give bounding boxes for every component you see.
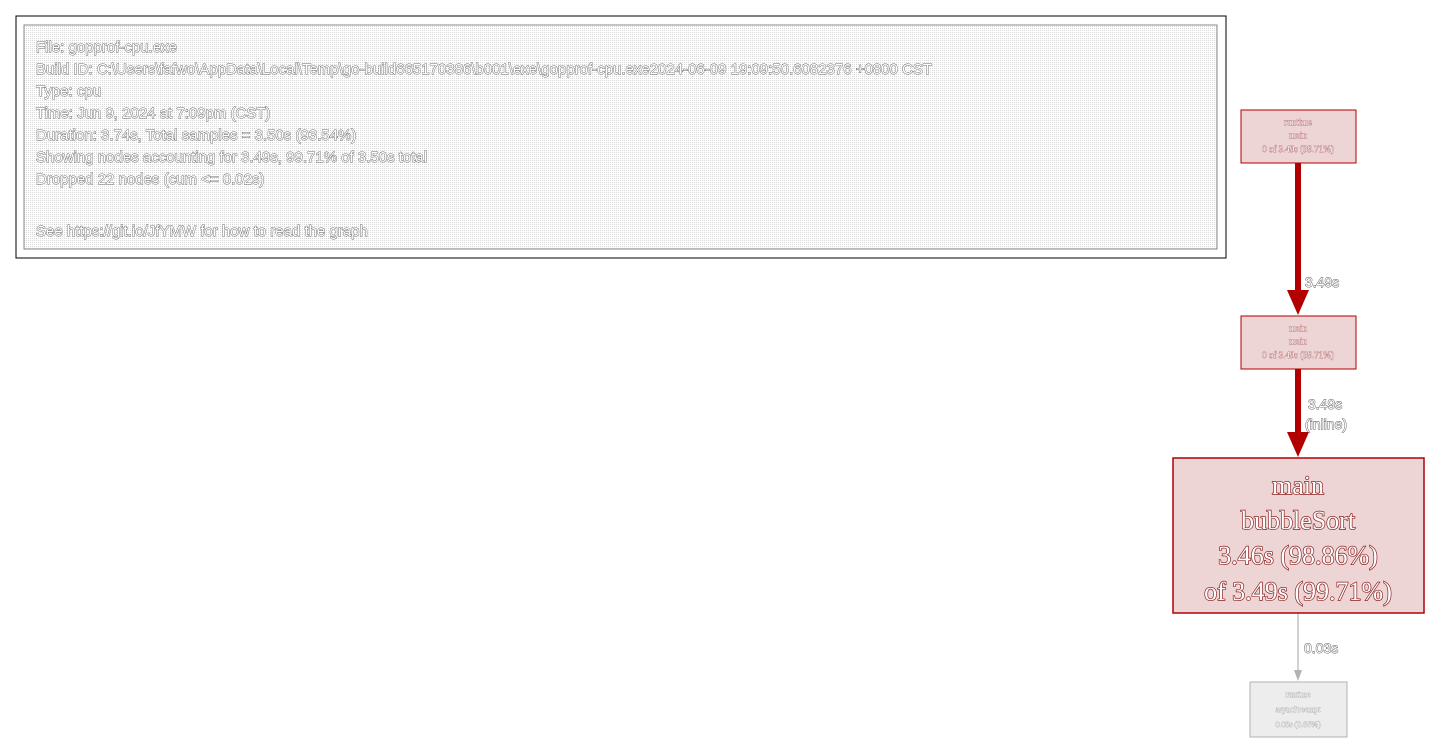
node-function-label: main bbox=[1289, 336, 1307, 346]
info-time-line: Time: Jun 9, 2024 at 7:09pm (CST) bbox=[36, 105, 271, 122]
node-package-label: main bbox=[1289, 323, 1307, 333]
info-file-line: File: gopprof-cpu.exe bbox=[36, 39, 177, 56]
node-cum-cost-label: of 3.49s (99.71%) bbox=[1204, 577, 1392, 606]
node-cost-label: 0 of 3.49s (99.71%) bbox=[1262, 350, 1334, 360]
edge-bubblesort-to-asyncpreempt[interactable]: 0.03s bbox=[1294, 613, 1339, 681]
info-build-id-line: Build ID: C:\Users\fafwo\AppData\Local\T… bbox=[36, 61, 932, 78]
edge-weight-label: 0.03s bbox=[1304, 640, 1338, 656]
info-duration-line: Duration: 3.74s, Total samples = 3.50s (… bbox=[36, 127, 356, 144]
node-function-label: main bbox=[1289, 130, 1307, 140]
edge-weight-label: 3.49s bbox=[1305, 274, 1339, 290]
node-main-main[interactable]: main main 0 of 3.49s (99.71%) bbox=[1240, 315, 1357, 370]
node-function-label: bubbleSort bbox=[1241, 506, 1356, 535]
edge-runtime-main-to-main-main[interactable]: 3.49s bbox=[1287, 163, 1340, 315]
node-cost-label: 0.03s (0.86%) bbox=[1275, 720, 1320, 729]
edge-weight-label: 3.49s bbox=[1308, 396, 1342, 412]
node-package-label: main bbox=[1272, 471, 1324, 500]
info-type-line: Type: cpu bbox=[36, 83, 101, 100]
info-dropped-line: Dropped 22 nodes (cum <= 0.02s) bbox=[36, 171, 264, 188]
node-function-label: asyncPreempt bbox=[1276, 705, 1322, 714]
node-package-label: runtime bbox=[1284, 117, 1312, 127]
node-runtime-asyncpreempt[interactable]: runtime asyncPreempt 0.03s (0.86%) bbox=[1249, 681, 1348, 738]
edge-inline-label: (inline) bbox=[1305, 416, 1347, 432]
edge-main-main-to-bubblesort[interactable]: 3.49s (inline) bbox=[1287, 369, 1347, 457]
info-showing-line: Showing nodes accounting for 3.49s, 99.7… bbox=[36, 149, 427, 166]
node-runtime-main[interactable]: runtime main 0 of 3.49s (99.71%) bbox=[1240, 109, 1357, 164]
node-flat-cost-label: 3.46s (98.86%) bbox=[1218, 541, 1378, 570]
node-package-label: runtime bbox=[1286, 690, 1311, 699]
profile-info-box: File: gopprof-cpu.exe Build ID: C:\Users… bbox=[15, 15, 1227, 259]
info-see-link-line: See https://git.io/JfYMW for how to read… bbox=[36, 223, 368, 240]
node-main-bubblesort[interactable]: main bubbleSort 3.46s (98.86%) of 3.49s … bbox=[1172, 457, 1425, 614]
node-cost-label: 0 of 3.49s (99.71%) bbox=[1262, 144, 1334, 154]
